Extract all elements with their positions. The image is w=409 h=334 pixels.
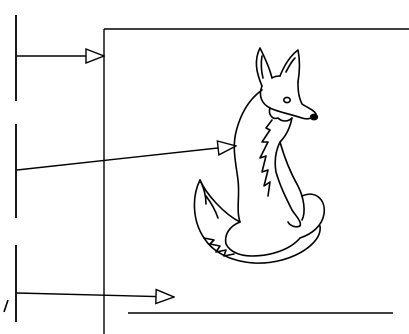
fox-front-paw [287,209,302,228]
fox-cheek [268,107,293,122]
fox-tail-tuft [199,179,219,219]
fox-haunch [299,193,326,239]
fox-chest-fur [259,119,273,197]
fox-tail-tip [203,237,235,257]
page-frame [103,28,409,334]
fox-tail-inner [224,221,301,257]
arrow-middle [16,146,236,171]
fox-head-top [271,75,281,79]
fox-front-leg [279,141,305,221]
fox-back [233,89,263,223]
left-bars [3,15,17,322]
fox-nose [309,113,319,121]
fox-chest [274,117,293,211]
fox-head [259,81,317,120]
fox-left-ear [255,47,273,87]
arrows [16,56,236,297]
left-bar-bottom-hook [3,299,9,313]
fox-eye [282,96,291,104]
arrow-bottom [16,293,174,297]
fox-left-ear-inner [260,55,264,79]
fox-right-ear [279,49,301,83]
fox-right-ear-inner [285,57,296,73]
fox-figure [193,47,326,264]
